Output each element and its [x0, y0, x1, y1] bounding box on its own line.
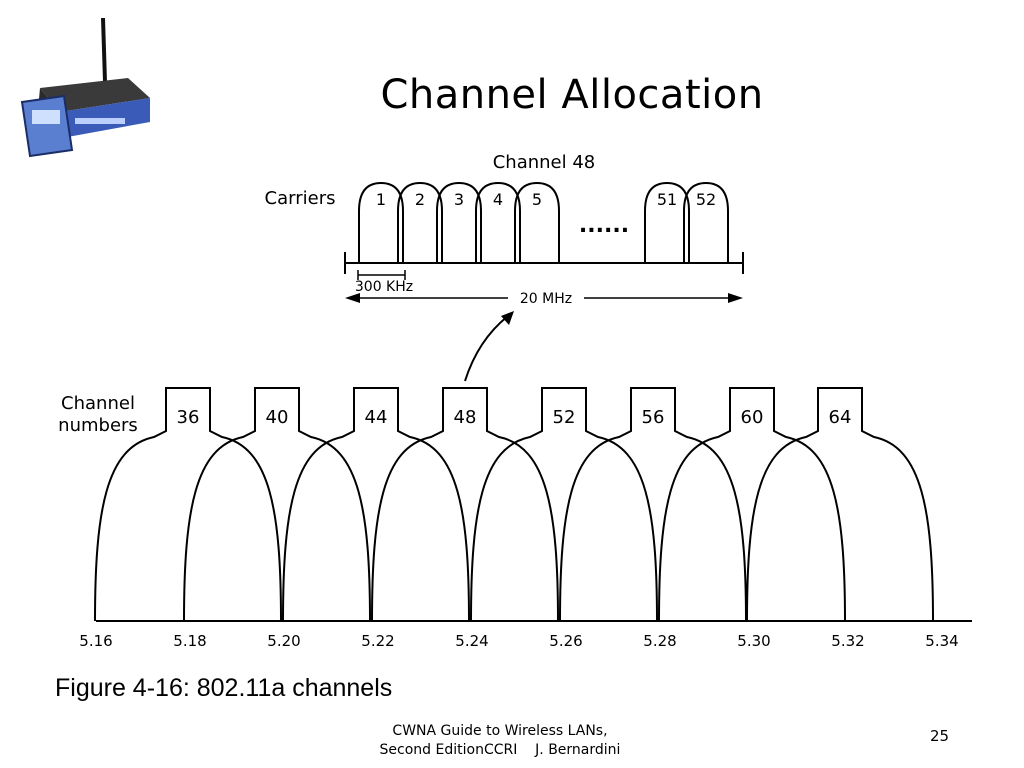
spacing-label: 300 KHz: [355, 279, 413, 295]
footer-line-2: Second EditionCCRI J. Bernardini: [379, 742, 621, 758]
frequency-label: 5.32: [831, 632, 864, 650]
width-arrow: [345, 293, 743, 303]
carrier-curve: [475, 181, 521, 263]
carrier-curve: [358, 181, 404, 263]
channel-curve: [183, 387, 371, 622]
carrier-curve: [436, 181, 482, 263]
frequency-labels: 5.16 5.18 5.20 5.22 5.24 5.26 5.28 5.30 5.32 5.34: [79, 632, 958, 650]
carrier-label: 4: [493, 190, 503, 209]
slide-title: Channel Allocation: [380, 72, 764, 118]
channel-number: 48: [454, 407, 477, 428]
carrier-curve: [397, 181, 443, 263]
carrier-curve: [644, 181, 690, 263]
frequency-label: 5.24: [455, 632, 488, 650]
zoom-connector-arrow: [464, 311, 514, 382]
frequency-label: 5.16: [79, 632, 112, 650]
carriers-ellipsis: ......: [579, 213, 629, 238]
carriers-label: Carriers: [265, 188, 336, 209]
wireless-router-icon: [20, 17, 150, 158]
carrier-label: 51: [657, 190, 677, 209]
channel-number: 60: [741, 407, 764, 428]
frequency-label: 5.30: [737, 632, 770, 650]
frequency-label: 5.22: [361, 632, 394, 650]
carrier-curve: [683, 181, 729, 263]
carrier-label: 52: [696, 190, 716, 209]
carrier-label: 1: [376, 190, 386, 209]
channel-curve: [282, 387, 470, 622]
channel-number: 44: [365, 407, 388, 428]
channel-number: 64: [829, 407, 852, 428]
frequency-label: 5.20: [267, 632, 300, 650]
carrier-label: 3: [454, 190, 464, 209]
channel-curve: [658, 387, 846, 622]
carrier-label: 5: [532, 190, 542, 209]
channel-curve: [94, 387, 282, 622]
frequency-label: 5.18: [173, 632, 206, 650]
channel-curve: [470, 387, 658, 622]
footer-line-1: CWNA Guide to Wireless LANs,: [392, 723, 608, 739]
figure-caption: Figure 4-16: 802.11a channels: [55, 674, 393, 702]
channels-group: 36 40 44 48 52 56 60 64: [94, 387, 934, 622]
width-label: 20 MHz: [520, 291, 572, 307]
carrier-curve: [514, 181, 560, 263]
carrier-label: 2: [415, 190, 425, 209]
zoom-title: Channel 48: [493, 152, 596, 173]
channel-number: 56: [642, 407, 665, 428]
channel-curve: [746, 387, 934, 622]
spacing-bracket: [357, 270, 406, 280]
page-number: 25: [930, 727, 950, 745]
channel-number: 52: [553, 407, 576, 428]
channel-curve: [559, 387, 747, 622]
frequency-label: 5.28: [643, 632, 676, 650]
channel-number: 36: [177, 407, 200, 428]
channel-number: 40: [266, 407, 289, 428]
frequency-label: 5.34: [925, 632, 958, 650]
frequency-label: 5.26: [549, 632, 582, 650]
carriers-group: 1 2 3 4 5 51 52: [358, 181, 729, 263]
channel-curve: [371, 387, 559, 622]
footer: CWNA Guide to Wireless LANs, Second Edit…: [300, 722, 700, 760]
channel-numbers-label-line1: Channel: [61, 393, 135, 414]
channel-numbers-label-line2: numbers: [58, 415, 138, 436]
